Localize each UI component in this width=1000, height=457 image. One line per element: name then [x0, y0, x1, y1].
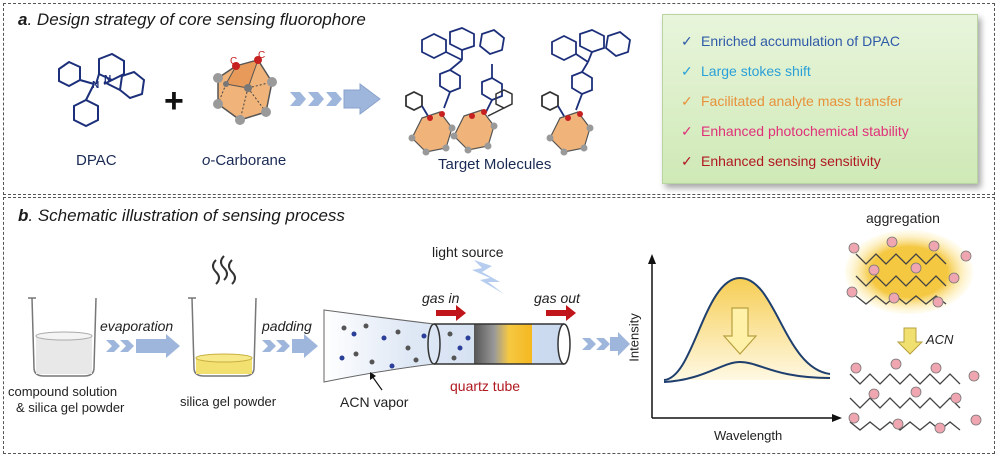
reaction-arrow [290, 83, 381, 115]
acn-pointer-line [371, 375, 383, 391]
aggregation-label: aggregation [866, 210, 940, 226]
benefit-item-5: ✓ Enhanced sensing sensitivity [681, 153, 881, 170]
acn-molecules [339, 323, 471, 369]
decrease-arrow-icon [722, 307, 758, 355]
dpac-molecule [58, 52, 146, 128]
benefit-item-4: ✓ Enhanced photochemical stability [681, 123, 909, 140]
check-icon: ✓ [681, 93, 693, 109]
benefit-text: Enriched accumulation of DPAC [701, 33, 900, 49]
padding-label: padding [262, 318, 312, 334]
dpac-label: DPAC [76, 152, 117, 169]
light-source-label: light source [432, 244, 504, 260]
panel-a-title-text: . Design strategy of core sensing fluoro… [27, 10, 366, 29]
dpac-n-atom: N [92, 80, 99, 91]
acn-label: ACN [926, 332, 954, 347]
target-cage-2 [546, 111, 594, 156]
silica-label: silica gel powder [180, 394, 277, 409]
benefit-item-1: ✓ Enriched accumulation of DPAC [681, 33, 900, 50]
panel-a-graphics: N N + C C [58, 27, 631, 156]
vapor-icon [212, 255, 236, 285]
benefits-box: ✓ Enriched accumulation of DPAC ✓ Large st… [662, 14, 978, 184]
panel-a-title: a. Design strategy of core sensing fluor… [18, 10, 366, 30]
plus-sign: + [164, 82, 184, 120]
target-cage-1 [408, 89, 513, 156]
carborane-prefix: o [202, 152, 211, 169]
gas-in-label: gas in [422, 290, 460, 306]
panel-b-title-text: . Schematic illustration of sensing proc… [28, 206, 345, 225]
benefit-item-3: ✓ Facilitated analyte mass transfer [681, 93, 903, 110]
carborane-rest: -Carborane [210, 152, 287, 169]
check-icon: ✓ [681, 63, 693, 79]
benefit-item-2: ✓ Large stokes shift [681, 63, 811, 80]
target-molecule-2 [541, 29, 631, 117]
benefit-text: Enhanced sensing sensitivity [701, 153, 881, 169]
acn-vapor-label: ACN vapor [340, 394, 409, 410]
gas-out-label: gas out [534, 290, 580, 306]
padding-arrow [262, 334, 318, 358]
benefit-text: Large stokes shift [701, 63, 811, 79]
compound-label-line2: & silica gel powder [16, 400, 125, 415]
beaker-silica [188, 297, 257, 377]
quartz-tube [323, 309, 571, 383]
dpac-n-atom-2: N [104, 74, 111, 85]
benefit-text: Enhanced photochemical stability [701, 123, 909, 139]
gas-in-arrow [436, 305, 466, 321]
svg-text:C: C [258, 50, 265, 61]
check-icon: ✓ [681, 153, 693, 169]
quartz-tube-label: quartz tube [450, 378, 521, 394]
check-icon: ✓ [681, 123, 693, 139]
carborane-label: o-Carborane [202, 152, 286, 169]
panel-b-letter: b [18, 206, 29, 225]
panel-a-letter: a [18, 10, 28, 29]
target-molecules-label: Target Molecules [438, 156, 552, 173]
svg-text:C: C [230, 56, 237, 67]
panel-a: a. Design strategy of core sensing fluor… [3, 3, 995, 195]
aggregation-cluster-top [845, 230, 973, 314]
compound-label-line1: compound solution [8, 384, 118, 399]
panel-b-title: b. Schematic illustration of sensing pro… [18, 206, 345, 226]
spectrum-graph [648, 254, 842, 422]
benefit-text: Facilitated analyte mass transfer [701, 93, 903, 109]
target-molecule-1 [405, 27, 505, 117]
acn-down-arrow-icon [896, 327, 924, 355]
evaporation-arrow [106, 334, 180, 358]
panel-b: b. Schematic illustration of sensing pro… [3, 197, 995, 454]
intensity-axis-label: Intensity [626, 313, 642, 362]
beaker-solution [28, 297, 97, 377]
wavelength-axis-label: Wavelength [714, 428, 783, 443]
light-bolt-icon [472, 260, 504, 294]
aggregation-cluster-bottom [848, 358, 982, 434]
evaporation-label: evaporation [100, 318, 174, 334]
panel-b-graphics [28, 230, 982, 434]
to-graph-arrow [582, 332, 630, 356]
carborane-cage: C C [213, 50, 277, 125]
check-icon: ✓ [681, 33, 693, 49]
gas-out-arrow [546, 305, 576, 321]
